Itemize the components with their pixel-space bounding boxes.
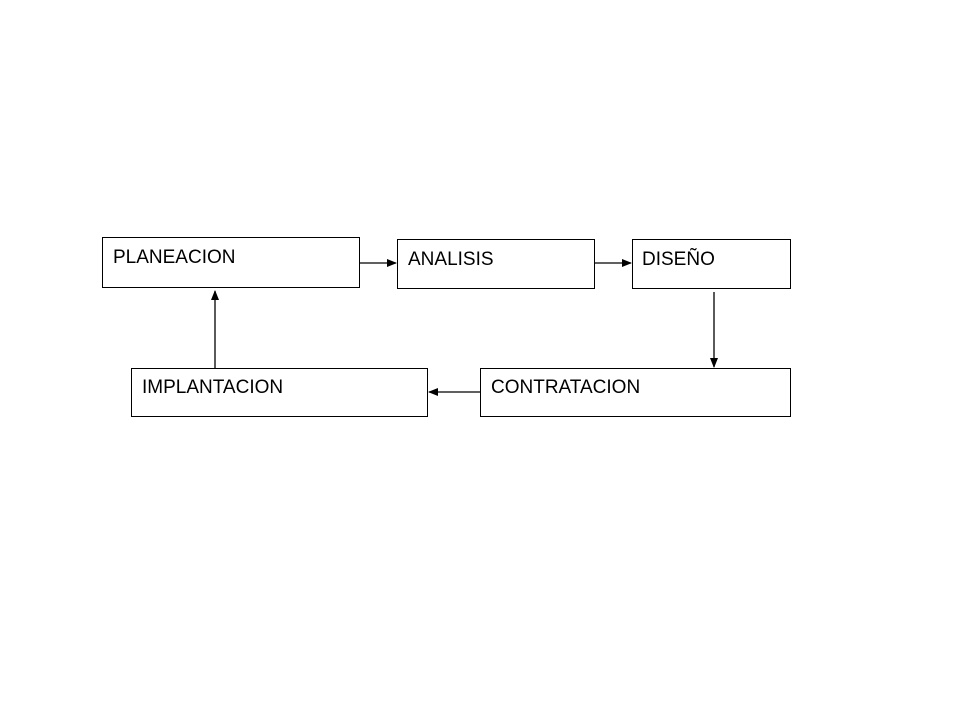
node-implantacion-label: IMPLANTACION: [142, 377, 284, 398]
node-diseno-label: DISEÑO: [642, 249, 715, 270]
node-contratacion-label: CONTRATACION: [491, 377, 641, 398]
node-implantacion: IMPLANTACION: [131, 368, 428, 417]
node-contratacion: CONTRATACION: [480, 368, 791, 417]
node-planeacion-label: PLANEACION: [113, 247, 236, 268]
node-analisis: ANALISIS: [397, 239, 595, 289]
node-analisis-label: ANALISIS: [408, 249, 494, 270]
node-diseno: DISEÑO: [632, 239, 791, 289]
node-planeacion: PLANEACION: [102, 237, 360, 288]
